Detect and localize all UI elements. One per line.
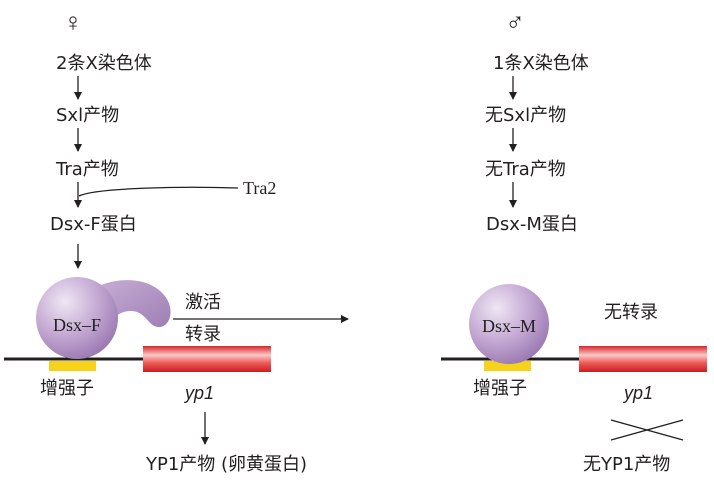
tra2-connector xyxy=(78,186,239,197)
dsx-m-protein-label: Dsx–M xyxy=(482,316,536,336)
female-enhancer-label: 增强子 xyxy=(40,378,94,399)
male-yp1-gene-label: yp1 xyxy=(622,383,653,403)
male-yp1-gene xyxy=(579,346,707,372)
transcription-label: 转录 xyxy=(185,324,221,345)
female-yp1-gene xyxy=(143,346,271,372)
male-step-x-chromosome: 1条X染色体 xyxy=(493,53,589,74)
male-enhancer-label: 增强子 xyxy=(473,378,527,399)
female-step-x-chromosomes: 2条X染色体 xyxy=(56,53,152,74)
tra2-label: Tra2 xyxy=(243,178,276,198)
no-transcription-label: 无转录 xyxy=(604,302,658,323)
male-enhancer xyxy=(484,361,531,371)
dsx-f-protein xyxy=(36,277,118,359)
male-symbol: ♂ xyxy=(505,8,525,37)
male-step-no-sxl: 无Sxl产物 xyxy=(485,105,566,126)
female-yp1-gene-label: yp1 xyxy=(183,383,214,403)
female-enhancer xyxy=(49,361,96,371)
dsx-f-protein-label: Dsx–F xyxy=(53,315,101,335)
female-step-dsx-f: Dsx-F蛋白 xyxy=(50,214,137,235)
male-step-dsx-m: Dsx-M蛋白 xyxy=(486,214,578,235)
female-step-sxl: Sxl产物 xyxy=(56,105,119,126)
blocked-cross-icon xyxy=(610,419,684,441)
dsx-m-protein xyxy=(469,284,549,364)
dsx-f-activation-domain xyxy=(96,280,171,333)
activate-label: 激活 xyxy=(185,292,221,313)
male-no-yp1-product: 无YP1产物 xyxy=(583,454,670,475)
male-step-no-tra: 无Tra产物 xyxy=(485,159,566,180)
female-symbol: ♀ xyxy=(63,8,83,37)
female-yp1-product: YP1产物 (卵黄蛋白) xyxy=(145,454,307,475)
female-step-tra: Tra产物 xyxy=(55,159,119,180)
